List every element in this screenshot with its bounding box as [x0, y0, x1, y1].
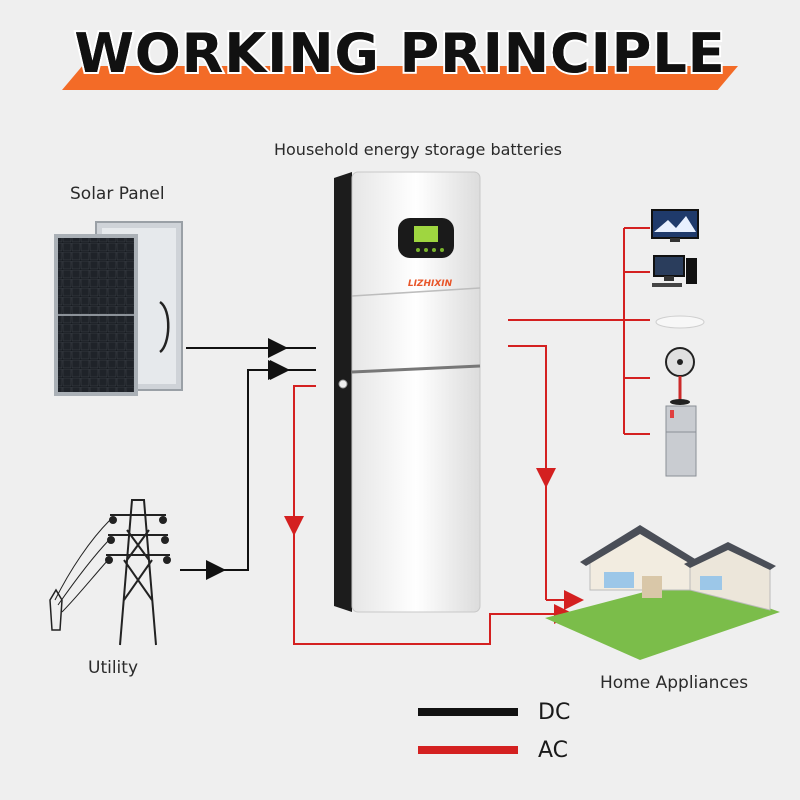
solar-panel-label: Solar Panel	[70, 184, 165, 204]
home-appliances-label: Home Appliances	[600, 673, 749, 693]
legend-ac-label: AC	[538, 738, 569, 763]
page-title: WORKING PRINCIPLE	[72, 20, 726, 87]
dc-lines	[180, 338, 316, 580]
refrigerator-icon	[665, 405, 697, 477]
battery-brand: LIZHIXIN	[408, 279, 453, 289]
title-banner	[62, 66, 738, 90]
solar-panel-icon	[54, 221, 183, 396]
battery-unit: LIZHIXIN	[334, 171, 481, 613]
battery-label: Household energy storage batteries	[273, 140, 562, 159]
power-tower-icon	[49, 499, 171, 646]
ceiling-light-icon	[655, 315, 705, 329]
house-icon	[545, 525, 780, 660]
computer-icon	[652, 255, 697, 287]
legend-dc-label: DC	[538, 700, 571, 725]
ac-lines	[284, 227, 650, 645]
fan-icon	[665, 347, 695, 405]
tv-icon	[651, 209, 699, 242]
utility-label: Utility	[88, 658, 139, 678]
